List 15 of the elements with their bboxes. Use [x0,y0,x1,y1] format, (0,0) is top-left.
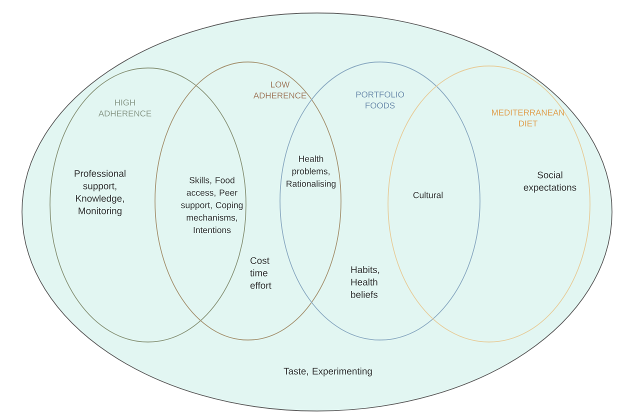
circle-title: HIGH ADHERENCE [98,100,152,116]
region-text: Cultural [413,192,443,198]
region-text: Health problems, Rationalising [286,155,336,189]
region-text: Taste, Experimenting [284,368,372,376]
venn-ellipse [154,62,342,340]
venn-ellipse [50,68,246,342]
circle-title: PORTFOLIO FOODS [356,92,404,108]
circle-title: LOW ADHERENCE [253,82,306,98]
region-text: Cost time effort [250,257,272,289]
region-text: Professional support, Knowledge, Monitoring [74,170,126,216]
region-text: Skills, Food access, Peer support, Coping mechanisms, Intentions [181,176,243,234]
venn-ellipse [22,12,612,412]
region-text: Social expectations [524,171,576,193]
circle-title: MEDITERRANEAN DIET [492,110,564,126]
region-text: Habits, Health beliefs [351,266,380,298]
